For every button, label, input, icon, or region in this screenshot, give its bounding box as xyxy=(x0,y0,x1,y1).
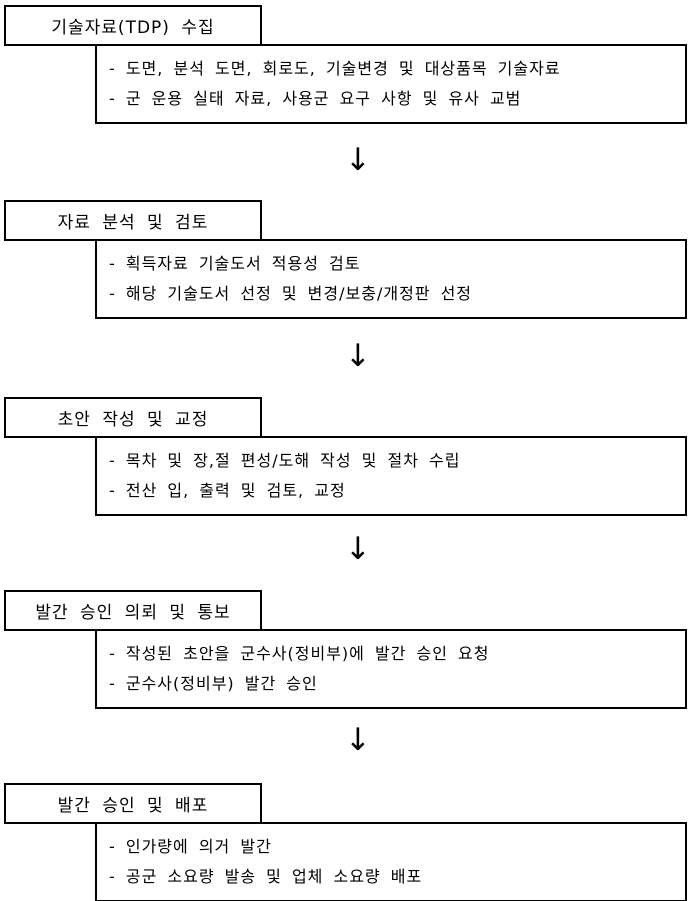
detail-line: - 공군 소요량 발송 및 업체 소요량 배포 xyxy=(109,867,423,886)
flowchart-step-2: 자료 분석 및 검토 - 획득자료 기술도서 적용성 검토 - 해당 기술도서 … xyxy=(0,200,690,320)
step-title: 자료 분석 및 검토 xyxy=(57,213,209,233)
step-details-box: - 획득자료 기술도서 적용성 검토 - 해당 기술도서 선정 및 변경/보충/… xyxy=(95,239,687,319)
step-title-box: 초안 작성 및 교정 xyxy=(4,397,262,438)
step-details-box: - 작성된 초안을 군수사(정비부)에 발간 승인 요청 - 군수사(정비부) … xyxy=(95,629,687,709)
step-details-box: - 인가량에 의거 발간 - 공군 소요량 발송 및 업체 소요량 배포 xyxy=(95,822,687,901)
flowchart-step-3: 초안 작성 및 교정 - 목차 및 장,절 편성/도해 작성 및 절차 수립 -… xyxy=(0,397,690,517)
down-arrow-icon: ↓ xyxy=(345,142,371,178)
down-arrow-icon: ↓ xyxy=(345,531,371,567)
step-title: 기술자료(TDP) 수집 xyxy=(51,18,215,38)
detail-line: - 획득자료 기술도서 적용성 검토 xyxy=(109,254,361,273)
detail-line: - 군 운용 실태 자료, 사용군 요구 사항 및 유사 교범 xyxy=(109,89,522,108)
step-title: 발간 승인 의뢰 및 통보 xyxy=(35,603,231,623)
flowchart-step-1: 기술자료(TDP) 수집 - 도면, 분석 도면, 회로도, 기술변경 및 대상… xyxy=(0,5,690,125)
step-title-box: 발간 승인 및 배포 xyxy=(4,783,262,824)
step-title: 초안 작성 및 교정 xyxy=(57,410,209,430)
down-arrow-icon: ↓ xyxy=(345,338,371,374)
step-title-box: 자료 분석 및 검토 xyxy=(4,200,262,241)
down-arrow-icon: ↓ xyxy=(345,722,371,758)
step-title-box: 발간 승인 의뢰 및 통보 xyxy=(4,590,262,631)
flowchart-step-4: 발간 승인 의뢰 및 통보 - 작성된 초안을 군수사(정비부)에 발간 승인 … xyxy=(0,590,690,710)
detail-line: - 목차 및 장,절 편성/도해 작성 및 절차 수립 xyxy=(109,451,461,470)
step-details-box: - 도면, 분석 도면, 회로도, 기술변경 및 대상품목 기술자료 - 군 운… xyxy=(95,44,687,124)
step-title: 발간 승인 및 배포 xyxy=(57,796,209,816)
detail-line: - 해당 기술도서 선정 및 변경/보충/개정판 선정 xyxy=(109,284,473,303)
detail-line: - 작성된 초안을 군수사(정비부)에 발간 승인 요청 xyxy=(109,644,490,663)
detail-line: - 군수사(정비부) 발간 승인 xyxy=(109,674,318,693)
step-title-box: 기술자료(TDP) 수집 xyxy=(4,5,262,46)
step-details-box: - 목차 및 장,절 편성/도해 작성 및 절차 수립 - 전산 입, 출력 및… xyxy=(95,436,687,516)
detail-line: - 인가량에 의거 발간 xyxy=(109,837,272,856)
detail-line: - 도면, 분석 도면, 회로도, 기술변경 및 대상품목 기술자료 xyxy=(109,59,561,78)
flowchart-step-5: 발간 승인 및 배포 - 인가량에 의거 발간 - 공군 소요량 발송 및 업체… xyxy=(0,783,690,901)
detail-line: - 전산 입, 출력 및 검토, 교정 xyxy=(109,481,346,500)
